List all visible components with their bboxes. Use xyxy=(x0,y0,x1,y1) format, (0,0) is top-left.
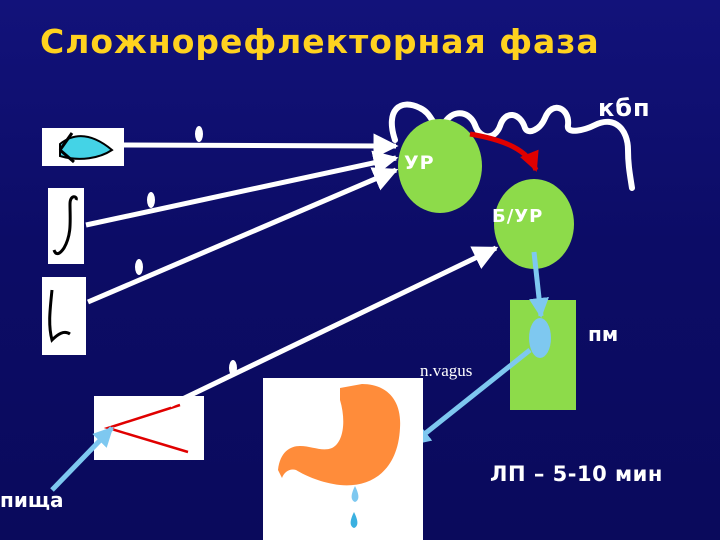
stomach-icon xyxy=(278,384,401,486)
vagus-nucleus xyxy=(529,318,551,358)
afferent-arrow-mouth xyxy=(168,245,499,408)
food-label: пища xyxy=(0,488,64,512)
dash-mark xyxy=(147,192,155,208)
conditioned-center-label: УР xyxy=(404,152,435,174)
conditioned-reflex-center xyxy=(398,119,482,213)
unconditioned-center-label: Б/УР xyxy=(492,206,544,227)
eye-stimulus-card xyxy=(42,128,124,166)
unconditioned-reflex-center xyxy=(494,179,574,269)
afferent-arrow-eye xyxy=(123,133,399,159)
nose-stimulus-card xyxy=(42,277,86,355)
vagus-label: n.vagus xyxy=(420,361,473,380)
link-arrow xyxy=(469,131,539,172)
dash-mark xyxy=(229,360,237,376)
slide-title: Сложнорефлекторная фаза xyxy=(40,22,600,61)
food-arrow xyxy=(50,426,114,492)
dash-mark xyxy=(195,126,203,142)
vagus-arrow xyxy=(410,348,532,446)
medulla-label: пм xyxy=(588,322,619,346)
latent-period-label: ЛП – 5-10 мин xyxy=(490,462,663,486)
juice-drop xyxy=(351,486,359,502)
cortex-label: кбп xyxy=(598,94,651,122)
ear-stimulus-card xyxy=(48,188,84,264)
efferent-arrow-down xyxy=(529,251,549,318)
afferent-arrow-nose xyxy=(87,167,399,305)
dash-mark xyxy=(135,259,143,275)
afferent-arrow-ear xyxy=(85,150,399,228)
juice-drop xyxy=(350,512,358,528)
